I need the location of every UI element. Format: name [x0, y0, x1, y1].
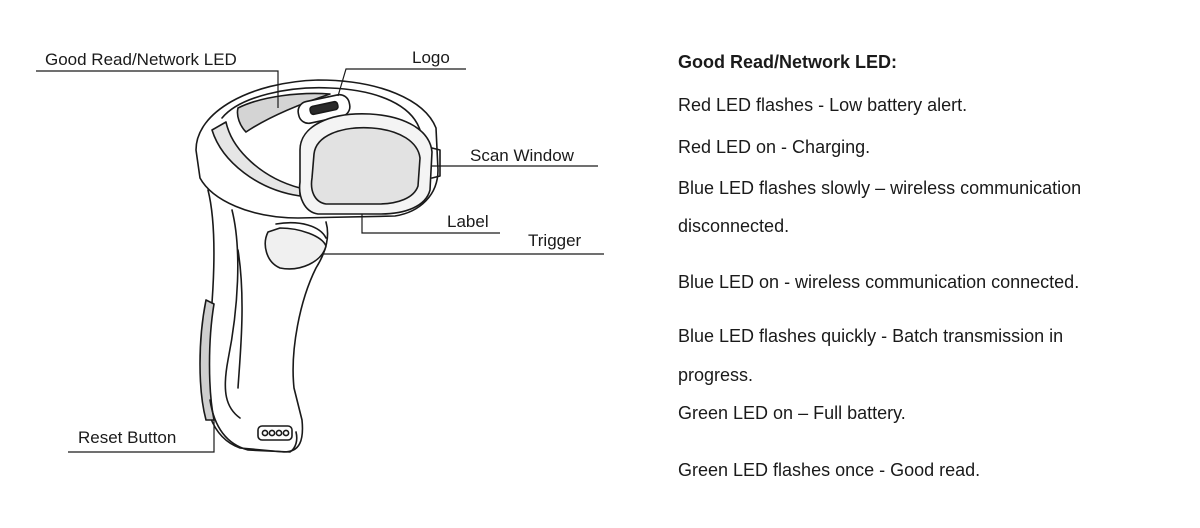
bottom-cap: [209, 399, 298, 453]
scanner-illustration: [36, 68, 604, 453]
scanner-head-top: [221, 86, 421, 131]
legend-line: progress.: [678, 365, 754, 385]
handle-inner-contour: [224, 209, 241, 419]
callout-good-read-led: Good Read/Network LED: [45, 50, 237, 69]
handle-side-grip: [199, 299, 215, 421]
legend-line: Red LED flashes - Low battery alert.: [678, 95, 968, 115]
leader-reset-button: [68, 420, 215, 453]
legend-title: Good Read/Network LED:: [678, 52, 898, 72]
led-legend: Good Read/Network LED: Red LED flashes -…: [678, 0, 1188, 523]
callout-reset-button: Reset Button: [78, 428, 177, 447]
scanner-head-outline: [195, 79, 439, 219]
logo-mark: [309, 100, 339, 116]
legend-line: disconnected.: [678, 216, 790, 236]
legend-line: Red LED on - Charging.: [678, 137, 871, 157]
scanner-handle: [203, 189, 329, 453]
scan-window-tab: [431, 147, 441, 179]
legend-line: Green LED on – Full battery.: [678, 403, 906, 423]
callout-scan-window: Scan Window: [470, 146, 574, 165]
callout-label: Label: [447, 212, 489, 231]
leader-label: [361, 214, 500, 234]
leader-good-read-led: [36, 70, 279, 108]
scanner-head-band: [211, 121, 301, 197]
legend-line: Green LED flashes once - Good read.: [678, 460, 981, 480]
scanner-diagram: Good Read/Network LED Logo Scan Window L…: [36, 48, 604, 453]
legend-line: Blue LED flashes slowly – wireless commu…: [678, 178, 1082, 198]
legend-line: Blue LED on - wireless communication con…: [678, 272, 1080, 292]
callout-trigger: Trigger: [528, 231, 582, 250]
callout-logo: Logo: [412, 48, 450, 67]
scan-window-glass: [310, 126, 421, 205]
trigger-guard: [275, 222, 327, 239]
trigger: [264, 227, 327, 270]
handle-grip-ridge: [237, 249, 243, 389]
legend-line: Blue LED flashes quickly - Batch transmi…: [678, 326, 1064, 346]
leader-logo: [337, 68, 466, 97]
